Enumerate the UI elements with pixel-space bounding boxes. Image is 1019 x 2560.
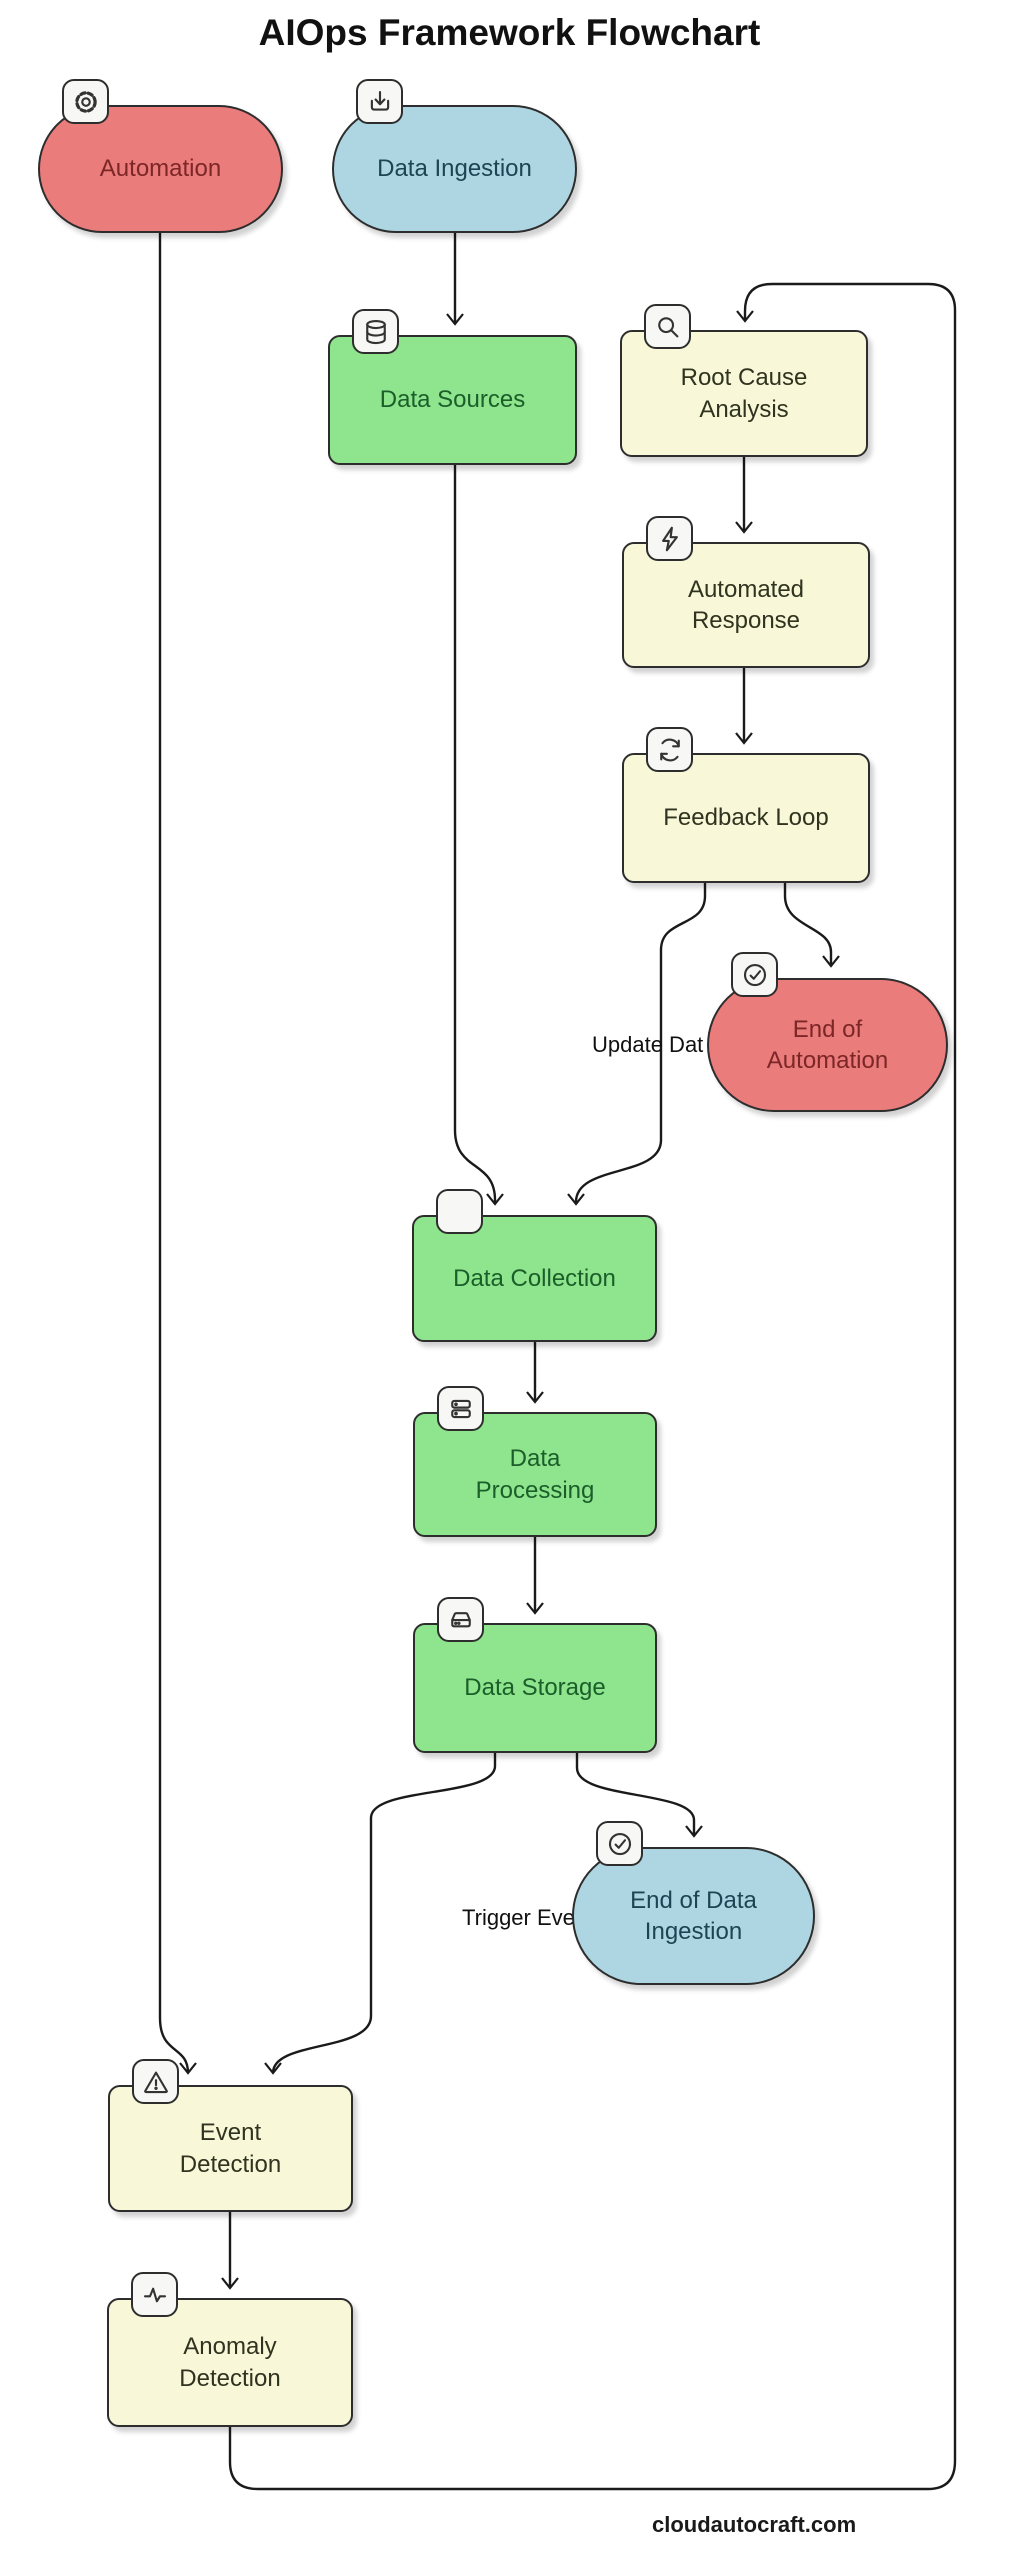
edge-feedback-endautomation bbox=[783, 883, 840, 968]
node-end-of-automation: End of Automation bbox=[707, 952, 948, 1112]
node-label: Data Processing bbox=[475, 1445, 595, 1504]
edge-sources-collection bbox=[453, 465, 504, 1206]
edge-label-update-data: Update Dat bbox=[592, 1032, 704, 1057]
node-label: Feedback Loop bbox=[663, 804, 829, 832]
node-label: Event Detection bbox=[179, 2119, 282, 2178]
check-circle-icon bbox=[596, 1821, 643, 1866]
node-data-sources: Data Sources bbox=[328, 309, 577, 465]
check-circle-icon bbox=[731, 952, 778, 997]
node-automated-response: Automated Response bbox=[622, 516, 870, 668]
node-label: End of Data Ingestion bbox=[630, 1886, 757, 1945]
node-anomaly-detection: Anomaly Detection bbox=[107, 2272, 353, 2427]
warning-icon bbox=[132, 2059, 179, 2104]
node-label: Data Sources bbox=[379, 386, 526, 414]
blank-badge bbox=[436, 1189, 483, 1234]
node-label: End of Automation bbox=[766, 1015, 889, 1074]
node-data-collection: Data Collection bbox=[412, 1189, 657, 1342]
search-icon bbox=[644, 304, 691, 349]
bolt-icon bbox=[646, 516, 693, 561]
edge-automation-event bbox=[158, 233, 197, 2075]
node-label: Automation bbox=[99, 155, 222, 183]
edge-label-trigger-event: Trigger Eve bbox=[462, 1905, 575, 1930]
node-data-storage: Data Storage bbox=[413, 1597, 657, 1753]
hard-drive-icon bbox=[437, 1597, 484, 1642]
node-data-ingestion: Data Ingestion bbox=[332, 79, 577, 233]
node-label: Data Storage bbox=[464, 1674, 606, 1702]
node-feedback-loop: Feedback Loop bbox=[622, 727, 870, 883]
node-data-processing: Data Processing bbox=[413, 1386, 657, 1537]
refresh-icon bbox=[646, 727, 693, 772]
node-label: Anomaly Detection bbox=[179, 2333, 281, 2392]
activity-icon bbox=[131, 2272, 178, 2317]
download-icon bbox=[356, 79, 403, 124]
node-label: Data Ingestion bbox=[377, 155, 532, 183]
node-automation: Automation bbox=[38, 79, 283, 233]
node-end-of-data-ingestion: End of Data Ingestion bbox=[572, 1821, 815, 1985]
node-event-detection: Event Detection bbox=[108, 2059, 353, 2212]
page-title: AIOps Framework Flowchart bbox=[258, 12, 761, 53]
watermark-text: cloudautocraft.com bbox=[652, 2512, 857, 2537]
node-root-cause-analysis: Root Cause Analysis bbox=[620, 304, 868, 457]
server-icon bbox=[437, 1386, 484, 1431]
database-icon bbox=[352, 309, 399, 354]
gear-icon bbox=[62, 79, 109, 124]
node-label: Automated Response bbox=[687, 575, 805, 634]
node-label: Data Collection bbox=[453, 1264, 616, 1292]
node-label: Root Cause Analysis bbox=[680, 364, 808, 423]
